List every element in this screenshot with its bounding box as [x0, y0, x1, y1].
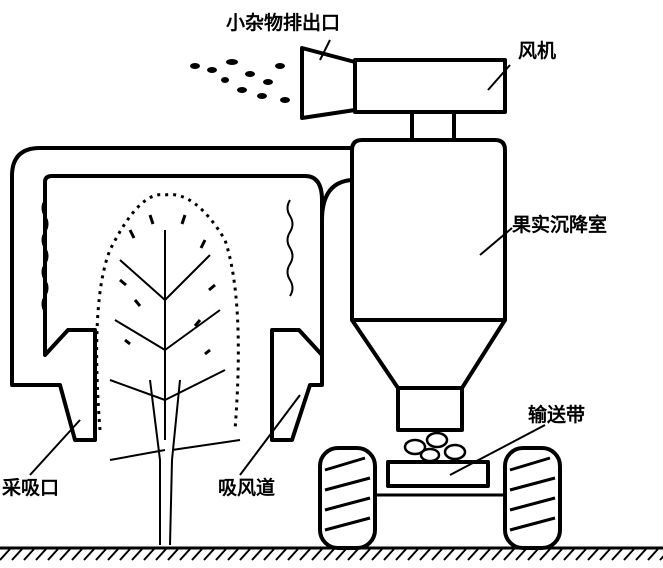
ground-hatch — [491, 548, 503, 561]
ground-hatch — [95, 548, 107, 561]
wheel-right — [503, 446, 562, 550]
ground-hatch — [527, 548, 539, 561]
ground-hatch — [107, 548, 119, 561]
ground-hatch — [47, 548, 59, 561]
ground-hatch — [167, 548, 179, 561]
ground-hatch — [659, 555, 663, 561]
ground-hatch — [515, 548, 527, 561]
tree — [95, 193, 241, 546]
ground-hatch — [191, 548, 203, 561]
ground-hatch — [407, 548, 419, 561]
label-fan: 风机 — [518, 40, 557, 62]
ground-hatch — [455, 548, 467, 561]
fruits — [403, 431, 467, 463]
ground-hatch — [431, 548, 443, 561]
label-suction-duct: 吸风道 — [218, 477, 276, 499]
ground-hatch — [0, 548, 11, 561]
label-conveyor: 输送带 — [528, 404, 586, 426]
ground-hatch — [503, 548, 515, 561]
leader-lines — [29, 39, 546, 476]
suction-duct — [10, 146, 353, 442]
ground-hatch — [599, 548, 611, 561]
ground-hatch — [263, 548, 275, 561]
label-settling-chamber: 果实沉降室 — [512, 214, 608, 236]
ground-hatch — [623, 548, 635, 561]
ground-hatch — [587, 548, 599, 561]
ground-hatch — [359, 548, 371, 561]
fan — [300, 46, 507, 142]
ground-hatch — [299, 548, 311, 561]
ground-hatch — [395, 548, 407, 561]
ground-hatch — [335, 548, 347, 561]
ground-hatch — [383, 548, 395, 561]
debris-particles — [190, 59, 290, 103]
ground-hatch — [479, 548, 491, 561]
ground-hatch — [539, 548, 551, 561]
ground-hatch — [155, 548, 167, 561]
ground-hatch — [143, 548, 155, 561]
ground-hatch — [83, 548, 95, 561]
ground-hatch — [203, 548, 215, 561]
label-debris-outlet: 小杂物排出口 — [226, 12, 341, 34]
ground-hatch — [215, 548, 227, 561]
ground-hatch — [563, 548, 575, 561]
ground-hatch — [635, 548, 647, 561]
conveyor-belt — [375, 460, 505, 497]
ground-hatch — [287, 548, 299, 561]
ground-hatch — [467, 548, 479, 561]
ground-hatch — [11, 548, 23, 561]
ground-hatch — [179, 548, 191, 561]
ground-hatch — [239, 548, 251, 561]
ground — [0, 546, 663, 561]
ground-hatch — [611, 548, 623, 561]
ground-hatch — [251, 548, 263, 561]
wheel-left — [318, 446, 377, 550]
ground-hatch — [227, 548, 239, 561]
ground-hatch — [275, 548, 287, 561]
ground-hatch — [551, 548, 563, 561]
ground-hatch — [71, 548, 83, 561]
label-suction-inlet: 采吸口 — [2, 477, 60, 499]
ground-hatch — [311, 548, 323, 561]
ground-hatch — [131, 548, 143, 561]
ground-hatch — [119, 548, 131, 561]
ground-hatch — [419, 548, 431, 561]
ground-hatch — [371, 548, 383, 561]
ground-hatch — [575, 548, 587, 561]
ground-hatch — [443, 548, 455, 561]
ground-hatch — [323, 548, 335, 561]
settling-chamber — [350, 138, 507, 432]
ground-hatch — [347, 548, 359, 561]
ground-hatch — [35, 548, 47, 561]
ground-hatch — [23, 548, 35, 561]
ground-hatch — [59, 548, 71, 561]
ground-hatch — [647, 548, 659, 561]
